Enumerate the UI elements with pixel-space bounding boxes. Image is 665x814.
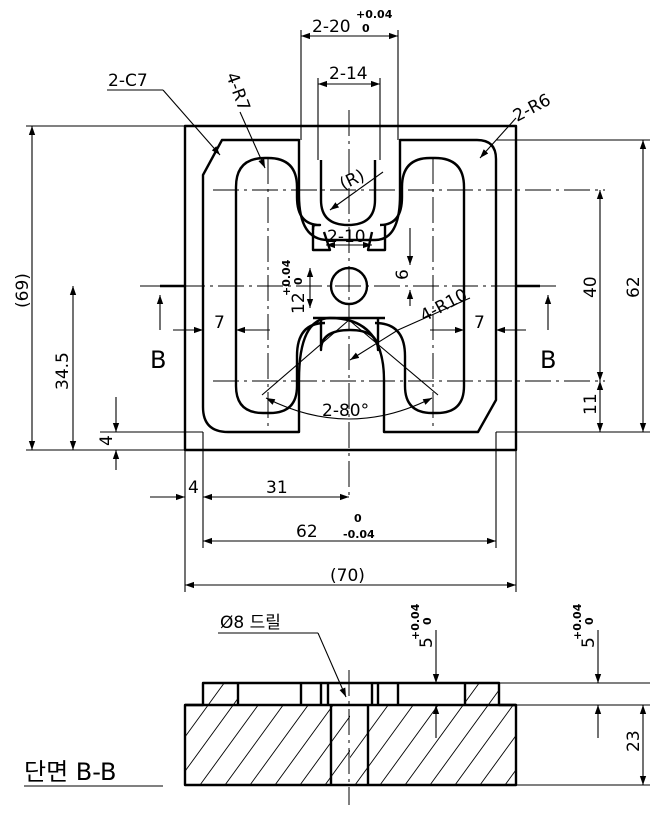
dim-23: 23	[624, 730, 644, 752]
dim-40: 40	[581, 276, 601, 298]
lbl-r6: 2-R6	[510, 90, 554, 126]
dim-depth-left: 5	[417, 637, 437, 648]
lbl-r10: 4-R10	[417, 285, 471, 326]
dim-width-10: 2-10	[327, 227, 366, 247]
dim-depth-right: 5	[579, 637, 599, 648]
slot-right	[379, 156, 466, 227]
svg-text:0: 0	[421, 617, 434, 625]
svg-text:0: 0	[292, 277, 305, 285]
lbl-chamfer: 2-C7	[108, 71, 148, 91]
svg-text:-0.04: -0.04	[343, 528, 375, 541]
svg-text:+0.04: +0.04	[280, 259, 293, 296]
dim-angle: 2-80°	[322, 401, 369, 421]
dim-7-right: 7	[474, 313, 485, 333]
svg-text:0: 0	[583, 617, 596, 625]
dim-62-h: 62	[296, 522, 318, 542]
section-mark-right: B	[540, 346, 556, 374]
section-view: Ø8 드릴 5 +0.04 0 5 +0.04 0 23 단면 B-B	[24, 603, 650, 805]
dim-4-v: 4	[97, 435, 117, 446]
svg-text:+0.04: +0.04	[571, 603, 584, 640]
dim-11: 11	[581, 393, 601, 415]
section-title: 단면 B-B	[24, 758, 117, 786]
section-mark-left: B	[150, 346, 166, 374]
dim-34-5: 34.5	[53, 352, 73, 390]
svg-text:0: 0	[362, 22, 370, 35]
svg-text:0: 0	[354, 512, 362, 525]
dim-7-left: 7	[214, 313, 225, 333]
slot-left	[234, 156, 322, 231]
dim-4-h: 4	[188, 478, 199, 498]
dim-62-v: 62	[624, 276, 644, 298]
svg-text:+0.04: +0.04	[356, 8, 393, 21]
lbl-drill: Ø8 드릴	[220, 613, 281, 633]
dim-70: (70)	[330, 566, 365, 586]
dim-6: 6	[393, 269, 413, 280]
part-outline	[201, 138, 498, 434]
svg-text:+0.04: +0.04	[409, 603, 422, 640]
dim-69: (69)	[13, 273, 33, 308]
dim-31: 31	[266, 478, 288, 498]
dim-slot-width: 2-20	[312, 17, 351, 37]
dim-height-12: 12	[289, 292, 309, 314]
stock-outline	[183, 124, 518, 452]
dimensions: 2-20 +0.04 0 2-14 2-C7 4-R7 2-R6 (R) 2-1…	[13, 8, 650, 592]
pocket-top	[311, 225, 387, 252]
dim-inner-width: 2-14	[329, 64, 368, 84]
top-view: B B	[140, 110, 605, 500]
lbl-r7: 4-R7	[221, 70, 253, 114]
